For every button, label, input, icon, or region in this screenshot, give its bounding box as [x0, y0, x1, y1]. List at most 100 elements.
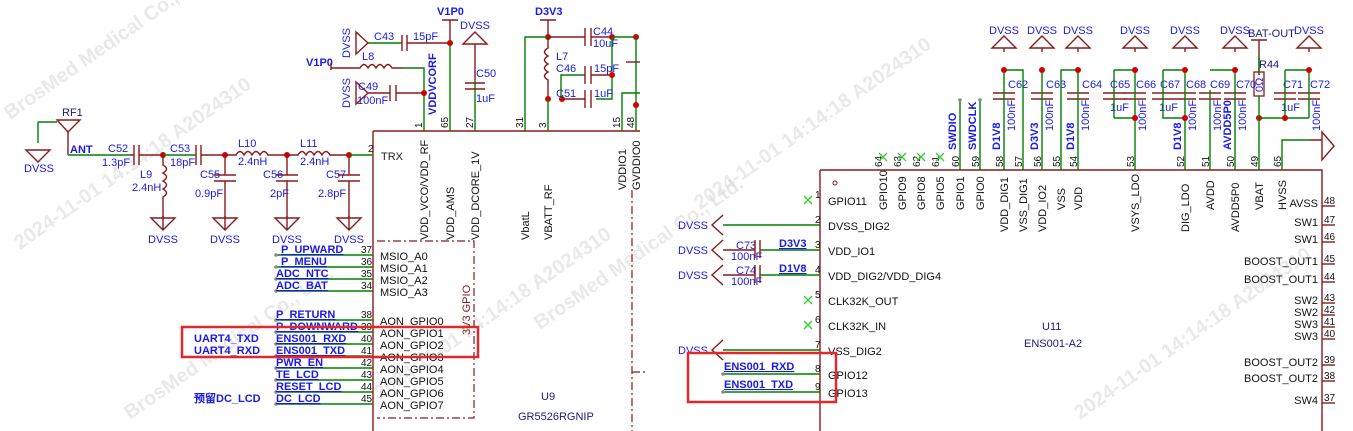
- cap-value: 1uF: [1110, 102, 1129, 114]
- pin-number: 34: [361, 281, 373, 292]
- c50-value: 1uF: [476, 93, 495, 105]
- c43-value: 15pF: [413, 31, 438, 43]
- pin-name: AON_GPIO7: [380, 400, 444, 412]
- pin-number: 31: [515, 116, 526, 128]
- pin-name: VSS_DIG1: [1018, 178, 1030, 232]
- pin-number: 51: [1201, 155, 1212, 167]
- watermark-text: 2024-11-01 14:14:18 A2024310: [1070, 243, 1315, 424]
- net-label-bat-out: BAT-OUT: [1248, 28, 1295, 40]
- chip-ref: U9: [541, 391, 555, 403]
- gnd-label: DVSS: [341, 78, 353, 108]
- pin-name: BOOST_OUT1: [1244, 256, 1318, 268]
- u11-top-pins: 64GPIO1063GPIO962GPIO861GPIO560GPIO1SWDI…: [874, 98, 1289, 232]
- pin-number: 40: [361, 334, 373, 345]
- pin-number: 9: [815, 382, 821, 393]
- cap-value: 100nF: [1137, 100, 1149, 131]
- c57-value: 2.8pF: [318, 188, 346, 200]
- ground-symbol: DVSS: [1120, 25, 1150, 52]
- pin-number: 2: [368, 144, 374, 155]
- pin-name: DIG_LDO: [1180, 183, 1192, 232]
- pin-name: GPIO9: [897, 176, 909, 210]
- l11-value: 2.4nH: [300, 156, 329, 168]
- highlight-box-u11-uart: [686, 351, 838, 404]
- pin-name: GVDDIO0: [631, 140, 643, 190]
- pin-name: VbatL: [520, 211, 532, 240]
- watermark-layer: BrosMed Medical Co., Ltd. 2024-11-01 14:…: [0, 0, 1315, 424]
- pin-number: 65: [440, 116, 451, 128]
- pin-name: VSYS_LDO: [1130, 173, 1142, 232]
- chip-u11[interactable]: U11 ENS001-A2 1GPIO112DVSS_DIG23VDD_IO1D…: [721, 98, 1336, 431]
- net-note: UART4_TXD: [194, 333, 259, 345]
- c57-ref: C57: [326, 169, 346, 181]
- pin-number: 65: [1273, 155, 1284, 167]
- pin-name: AON_GPIO0: [380, 316, 444, 328]
- c44-ref: C44: [593, 26, 613, 38]
- net-label: AVDD5P0: [1222, 100, 1234, 150]
- pin-number: 42: [361, 358, 373, 369]
- pin-name: VDD_DIG1: [999, 177, 1011, 232]
- cap-ref: C71: [1283, 79, 1303, 91]
- net-label: P_UPWARD: [281, 244, 343, 256]
- pin-name: VSS: [1056, 188, 1068, 210]
- net-label: DC_LCD: [276, 393, 321, 405]
- net-label: ADC_BAT: [276, 280, 328, 292]
- pin-number: 58: [995, 155, 1006, 167]
- cap-ref: C72: [1310, 79, 1330, 91]
- pin-number: 48: [626, 116, 637, 128]
- chip-u9[interactable]: 3V3 GPIO U9 GR5526RGNIP 1VDD_VCO/VDD_RF6…: [194, 116, 645, 431]
- pin-name: VDDIO1: [617, 149, 629, 190]
- cap-value: 100nF: [1212, 100, 1224, 131]
- cap-value: 100nF: [1187, 100, 1199, 131]
